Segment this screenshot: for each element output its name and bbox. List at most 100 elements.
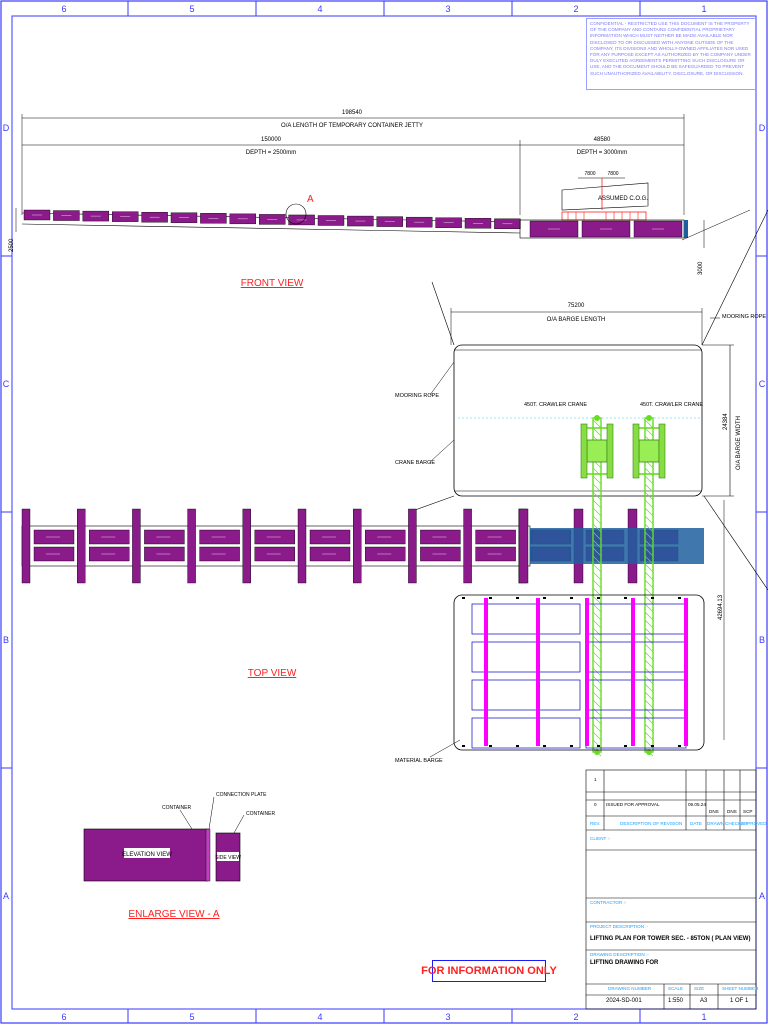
cog-outline: [561, 182, 649, 211]
grid-label: 4: [317, 1012, 322, 1022]
bollard: [597, 597, 600, 599]
tb-client-label: CLIENT :-: [590, 836, 611, 841]
elevation-label-bg: [124, 848, 170, 858]
connection-plate-label: CONNECTION PLATE: [216, 792, 267, 798]
crane-cab: [638, 439, 660, 463]
crane-lattice: [644, 427, 654, 437]
crane-left-label: 450T. CRAWLER CRANE: [524, 402, 587, 408]
crane-hook: [594, 749, 600, 755]
bollard: [516, 745, 519, 747]
tb-size-label: SIZE: [694, 986, 705, 991]
grid-label: 3: [445, 1012, 450, 1022]
crane-lattice: [592, 683, 602, 693]
confidentiality-note: CONFIDENTIAL - RESTRICTED USE THIS DOCUM…: [586, 18, 756, 90]
grid-label: 5: [189, 1012, 194, 1022]
tb-drawing-title: LIFTING DRAWING FOR: [590, 960, 659, 966]
tb-hdr-rev: REV.: [590, 821, 601, 826]
tb-project-label: PROJECT DESCRIPTION :-: [590, 924, 649, 929]
crane-lattice: [592, 555, 602, 565]
grid-label: C: [759, 379, 766, 389]
overall-dim-value: 198540: [342, 110, 363, 116]
crane-lattice: [592, 603, 602, 613]
grid-label: 1: [701, 4, 706, 14]
tb-rev-1: 1: [594, 777, 597, 782]
crane-lattice: [644, 419, 654, 429]
grid-label: 6: [61, 1012, 66, 1022]
tb-scale-label: SCALE: [668, 986, 684, 991]
crane-lattice: [592, 651, 602, 661]
material-beam: [631, 598, 635, 746]
top-view-title: TOP VIEW: [248, 668, 297, 679]
side-dim-left: 2500: [9, 238, 15, 252]
radius-dim: 42694.13: [718, 594, 724, 620]
container-label-2: CONTAINER: [246, 811, 275, 817]
crane-lattice: [644, 531, 654, 541]
grid-label: D: [3, 123, 10, 133]
crane-lattice: [644, 635, 654, 645]
crane-lattice: [644, 515, 654, 525]
crane-lattice: [592, 427, 602, 437]
tb-hdr-desc: DESCRIPTION OF REVISION: [620, 821, 683, 826]
material-beam: [585, 598, 589, 746]
crane-lattice: [644, 707, 654, 717]
crane-boom: [592, 417, 602, 753]
crane-right-label: 450T. CRAWLER CRANE: [640, 402, 703, 408]
grid-label: D: [759, 123, 766, 133]
crane-track-right: [658, 423, 666, 479]
crane-lattice: [592, 563, 602, 573]
bollard: [624, 597, 627, 599]
crane-lattice: [592, 507, 602, 517]
material-beam: [536, 598, 540, 746]
grid-label: 1: [701, 1012, 706, 1022]
crane-lattice: [592, 499, 602, 509]
grid-label: 5: [189, 4, 194, 14]
tb-init-approved: SCP: [743, 809, 753, 814]
crane-lattice: [644, 699, 654, 709]
pontoon-post: [21, 508, 31, 584]
grid-label: A: [759, 891, 765, 901]
pontoon-post: [353, 508, 362, 584]
detail-a-circle: [285, 203, 307, 225]
material-beam: [484, 598, 488, 746]
crane-lattice: [644, 691, 654, 701]
crane-lattice: [592, 619, 602, 629]
tb-scale: 1:550: [668, 998, 684, 1004]
crane-sheave: [646, 415, 652, 421]
side-dim-right: 3000: [698, 261, 704, 275]
tb-init-drawn: DNS: [709, 809, 719, 814]
enlarge-view: ELEVATION VIEW SIDE VIEW CONTAINER CONNE…: [83, 792, 275, 920]
crane-lattice: [644, 539, 654, 549]
tb-rev-0: 0: [594, 802, 597, 807]
crane-lattice: [644, 547, 654, 557]
pontoon-post: [408, 508, 417, 584]
material-barge: [453, 594, 705, 751]
tb-size: A3: [700, 998, 708, 1004]
grid-label: 6: [61, 4, 66, 14]
crane-barge: [453, 344, 703, 497]
crane-lattice: [592, 643, 602, 653]
crane-barge-label: CRANE BARGE: [395, 460, 435, 466]
tb-hdr-drawn: DRAWN: [707, 821, 725, 826]
crane-lattice: [644, 723, 654, 733]
crane-hook: [646, 749, 652, 755]
crane-lattice: [592, 571, 602, 581]
pontoon-post: [132, 508, 141, 584]
bollard: [516, 597, 519, 599]
crane-lattice: [644, 627, 654, 637]
top-view: 75200 O/A BARGE LENGTH MOORING ROPE MOOR…: [21, 209, 768, 764]
bollard: [624, 745, 627, 747]
front-container-strip: [21, 209, 683, 238]
deck-line-bot: [21, 223, 521, 234]
crane-lattice: [592, 715, 602, 725]
material-bay: [471, 603, 581, 635]
end-cap: [684, 220, 688, 238]
tb-sheet-label: SHEET NUMBER: [722, 986, 759, 991]
crawler-cranes: [580, 415, 666, 757]
grid-label: A: [3, 891, 9, 901]
crane-sheave: [594, 415, 600, 421]
